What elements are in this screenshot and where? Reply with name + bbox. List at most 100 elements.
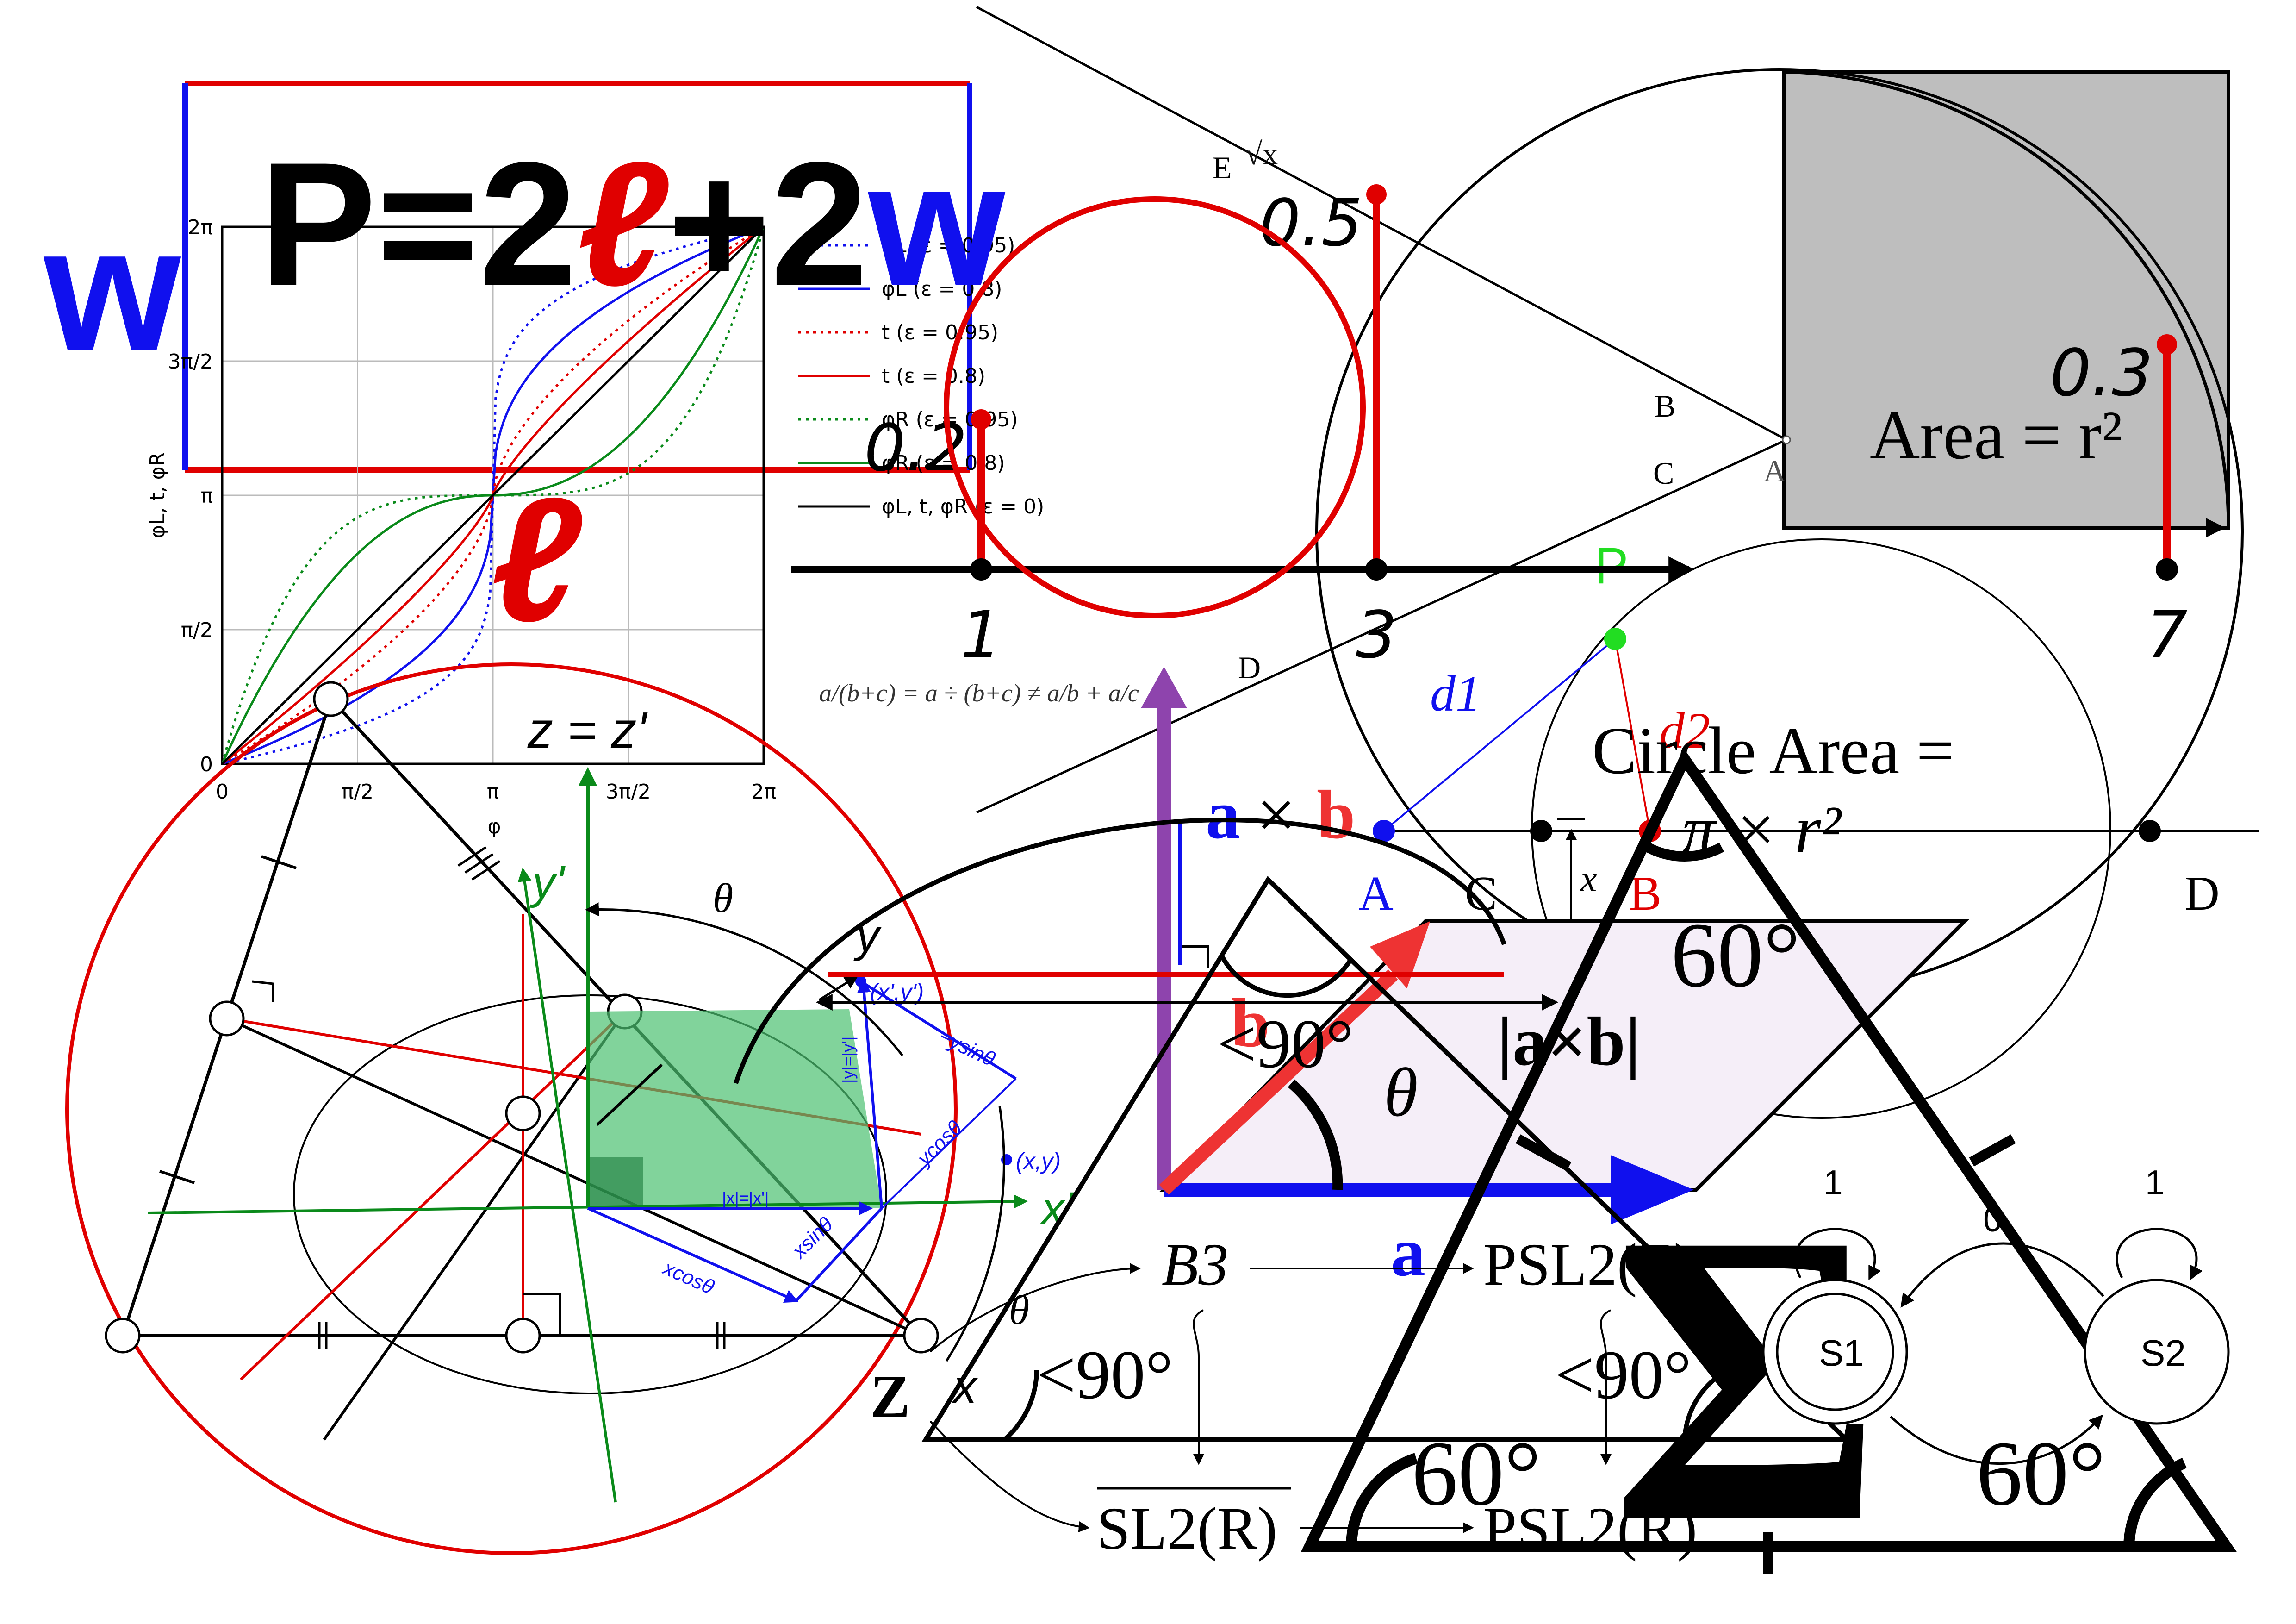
rotation-arc-right — [945, 1106, 1005, 1362]
sqrt-label: √x — [1245, 136, 1278, 171]
d2-segment — [1614, 638, 1651, 831]
formula-plus-two: +2 — [668, 125, 868, 322]
sixty-left: 60° — [1412, 1423, 1541, 1525]
axb-b-label: b — [1317, 776, 1355, 853]
neg-ysin-label: −ysinθ — [935, 1025, 999, 1071]
y-component — [857, 979, 883, 1209]
b-arrowhead — [1370, 921, 1430, 988]
d1-segment — [1383, 638, 1616, 832]
x-label: x — [1580, 859, 1597, 899]
altitude-1 — [226, 1017, 922, 1337]
s2-loop-label: 1 — [2145, 1163, 2165, 1202]
theta-label: θ — [1384, 1054, 1418, 1131]
altitude-2 — [323, 1011, 626, 1441]
a-arrowhead — [1611, 1155, 1694, 1224]
stem-x-label: 3 — [1356, 598, 1397, 673]
perimeter-diagram — [182, 81, 972, 473]
center-point — [505, 1095, 541, 1131]
z-axis-label: z = z' — [527, 702, 648, 759]
state-machine: S1 S2 1 1 0 — [1762, 1163, 2230, 1465]
circle-area-line1: Circle Area = — [1592, 714, 1954, 788]
y-tick-label: 0 — [200, 753, 213, 776]
y-axis-label: φL, t, φR — [146, 452, 169, 538]
stem-marks: 10.230.570.3 — [864, 184, 2188, 673]
angle-triangles: <90° <90° <90° 60° 60° 60° θ — [921, 748, 2237, 1574]
point-c-black — [1530, 820, 1552, 842]
arrow-z-sl2r — [929, 1420, 1090, 1533]
left-angle-arc — [1002, 1370, 1039, 1442]
y-tick-label: π — [201, 484, 213, 508]
lt90-top: <90° — [1217, 1006, 1354, 1082]
y-tick-label: 2π — [188, 216, 213, 239]
triple-tick — [457, 846, 501, 881]
formula-prefix: P=2 — [259, 125, 577, 322]
eq-right-arc — [2123, 1458, 2187, 1547]
phase-legend: φL (ε = 0.95)φL (ε = 0.8)t (ε = 0.95)t (… — [798, 234, 1044, 518]
axb-x-label: × — [1257, 776, 1296, 853]
point-xy-label: (x,y) — [1016, 1148, 1061, 1174]
foot-point — [505, 1318, 541, 1354]
theta-arc — [1288, 1079, 1343, 1190]
vec-a-label: a — [1391, 1214, 1425, 1291]
quarter-arc — [1784, 70, 2230, 528]
stem-base-dot — [1365, 558, 1388, 581]
axb-a-label: a — [1206, 776, 1240, 853]
plot-frame — [221, 225, 765, 765]
top-angle-arc — [1220, 955, 1354, 998]
stem-value-label: 0.5 — [1259, 186, 1363, 261]
transition-arrow — [1900, 1242, 2104, 1308]
midpoint-left — [209, 1000, 245, 1037]
point-xy — [1001, 1154, 1012, 1165]
s1-loop-label: 1 — [1823, 1163, 1843, 1202]
eq-tick-left — [1515, 1134, 1572, 1171]
group-b3: B3 — [1162, 1231, 1228, 1298]
dark-green-square — [588, 1157, 643, 1208]
green-area — [588, 1009, 882, 1208]
side-ell-label: ℓ — [491, 461, 584, 658]
arrow-z-b3 — [929, 1263, 1141, 1353]
stem-x-label: 7 — [2146, 598, 2187, 673]
group-psl2r: PSL2(R) — [1483, 1495, 1697, 1562]
stem-head — [971, 409, 991, 430]
x-tick-label: 0 — [216, 780, 229, 804]
tick-1 — [261, 855, 297, 869]
phase-curve — [222, 227, 764, 764]
thick-curve — [734, 818, 1506, 1084]
s2-loop — [2116, 1228, 2203, 1280]
stem-x-label: 1 — [960, 598, 1002, 673]
ycos-label: ycosθ — [912, 1116, 966, 1171]
point-d-label: D — [1238, 650, 1261, 685]
legend-label: φL, t, φR (ε = 0) — [882, 495, 1044, 518]
y-tick-label: π/2 — [181, 618, 213, 642]
legend-label: t (ε = 0.8) — [882, 364, 985, 388]
state-s1-inner — [1776, 1293, 1894, 1411]
sixty-top: 60° — [1671, 904, 1800, 1006]
d1-label: d1 — [1430, 665, 1481, 722]
right-angle-mark — [1182, 945, 1209, 968]
d2-label: d2 — [1659, 702, 1710, 759]
stem-base-dot — [970, 558, 992, 581]
xcos-component — [587, 1207, 799, 1303]
vertex-left — [105, 1318, 141, 1354]
group-psl2z: PSL2(Z) — [1483, 1231, 1694, 1298]
cross-product-diagram: a × b |a×b| θ a b — [1141, 667, 1969, 1291]
tick-2 — [159, 1170, 195, 1184]
state-s2-label: S2 — [2140, 1332, 2186, 1374]
circumcircle — [65, 662, 958, 1555]
vertex-top — [313, 681, 349, 717]
xsin-component — [795, 1207, 883, 1302]
rotation-diagram: z = z' y' y x' x θ (x',y') (x,y) −ysinθ … — [148, 702, 1075, 1503]
point-a-blue — [1373, 820, 1395, 842]
x-tick-label: 3π/2 — [606, 780, 651, 804]
point-p-green — [1604, 628, 1626, 650]
return-arrow — [1890, 1414, 2103, 1465]
group-diagram: Z B3 PSL2(Z) SL2(R) PSL2(R) Σ — [870, 1147, 1883, 1609]
stem-base-dot — [2156, 558, 2178, 581]
eq-top-arc — [1645, 843, 1724, 862]
double-tick-2 — [716, 1322, 726, 1349]
sixty-right: 60° — [1976, 1423, 2106, 1525]
transition-label: 0 — [1983, 1200, 2003, 1239]
lt90-right: <90° — [1555, 1337, 1692, 1413]
